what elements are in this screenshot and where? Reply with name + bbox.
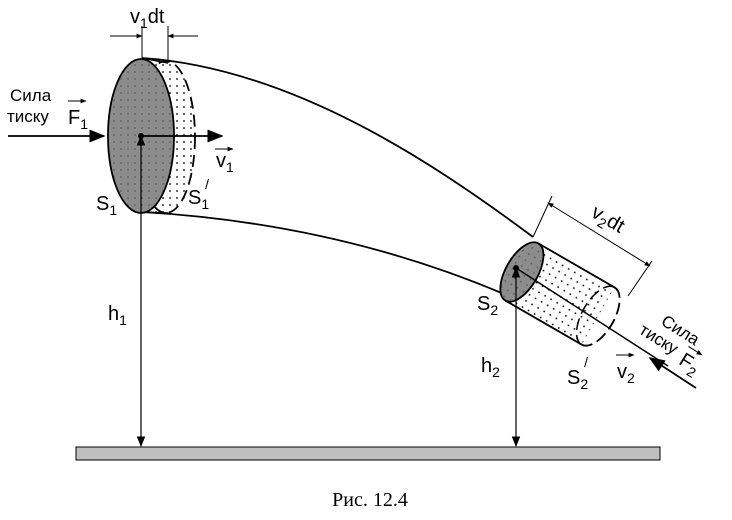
force1-symbol: F1	[68, 107, 88, 132]
tube-upper-wall	[141, 57, 534, 238]
v2-label: v2	[617, 361, 635, 386]
tube-lower-wall	[141, 211, 505, 295]
s1-label: S1	[96, 193, 117, 218]
ground-plate	[75, 446, 661, 461]
force1-label-line1: Сила	[10, 86, 52, 105]
force1-label-line2: тиску	[7, 107, 49, 126]
force2-label: Сила тиску F2	[636, 311, 703, 381]
s1-prime-label: S1/	[188, 176, 209, 212]
figure-caption: Рис. 12.4	[332, 489, 408, 511]
v1dt-label: v1dt	[130, 6, 165, 31]
h2-label: h2	[481, 355, 500, 380]
v2dt-label: v2dt	[586, 201, 629, 240]
flow-axis-2	[515, 267, 669, 367]
s2-prime-label: S2/	[567, 354, 588, 392]
right-volume-cylinder	[499, 241, 621, 347]
left-volume-dotted	[142, 58, 196, 213]
dimension-v1dt	[110, 26, 198, 63]
s2-label: S2	[477, 293, 498, 318]
force-f2-arrow	[648, 357, 697, 389]
h1-label: h1	[108, 303, 127, 328]
dimension-v2dt	[532, 195, 653, 297]
v1-label: v1	[216, 150, 234, 175]
